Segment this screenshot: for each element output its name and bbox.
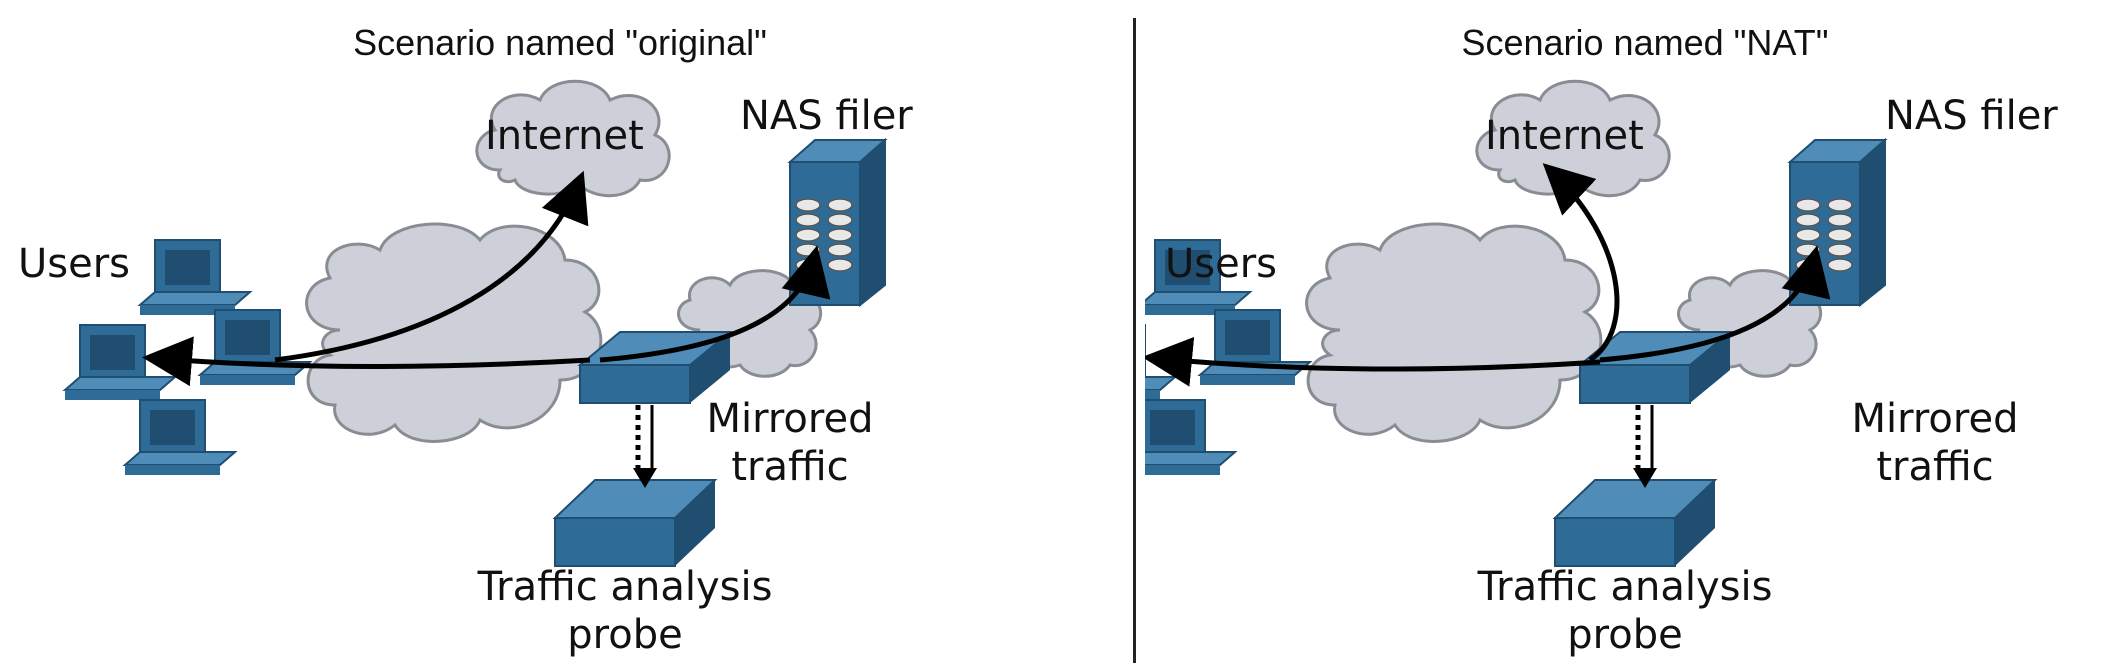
computer-icon [122, 399, 238, 475]
traffic-arrows [142, 170, 831, 387]
panel-divider [1133, 18, 1136, 663]
users-label: Users [1165, 241, 1278, 287]
network-diagram [1145, 79, 1888, 567]
panel-title: Scenario named "original" [353, 22, 767, 63]
nas-filer-icon [1787, 137, 1888, 308]
users-label: Users [18, 241, 131, 287]
arrow-users-to-internet [274, 170, 589, 363]
traffic-arrows [1145, 163, 1831, 387]
computer-icon [1145, 324, 1178, 400]
arrow-switch-to-internet [1542, 163, 1620, 363]
computer-icon [1197, 309, 1313, 385]
network-cloud [305, 222, 603, 443]
network-cloud [1305, 222, 1603, 443]
users-computers-icon [62, 239, 313, 475]
computer-icon [197, 309, 313, 385]
internet-cloud [1475, 79, 1671, 198]
scenario-nat-panel: Scenario named "NAT" [1145, 0, 2109, 668]
internet-cloud [475, 79, 671, 198]
internet-label: Internet [485, 113, 644, 159]
arrow-switch-to-users [142, 336, 591, 387]
scenario-original-panel: Scenario named "original" [0, 0, 1054, 668]
internet-label: Internet [1485, 113, 1644, 159]
computer-icon [62, 324, 178, 400]
mirrored-traffic-label: Mirrored traffic [706, 396, 874, 490]
probe-label: Traffic analysis probe [477, 564, 773, 658]
probe-icon [1552, 479, 1718, 567]
mirror-arrow [633, 405, 657, 488]
users-computers-icon [1145, 239, 1313, 475]
computer-icon [1145, 399, 1238, 475]
computer-icon [137, 239, 253, 315]
arrow-switch-to-nas [599, 245, 831, 363]
arrow-switch-to-nas [1599, 245, 1831, 363]
probe-icon [552, 479, 718, 567]
arrow-switch-to-users [1145, 336, 1601, 387]
mirror-arrow [1633, 405, 1657, 488]
probe-label: Traffic analysis probe [1477, 564, 1773, 658]
nas-filer-label: NAS filer [740, 93, 913, 139]
network-diagram [62, 79, 888, 567]
panel-title: Scenario named "NAT" [1461, 22, 1829, 63]
computer-icon [1145, 239, 1253, 315]
mirrored-traffic-label: Mirrored traffic [1851, 396, 2019, 490]
nas-filer-label: NAS filer [1885, 93, 2058, 139]
